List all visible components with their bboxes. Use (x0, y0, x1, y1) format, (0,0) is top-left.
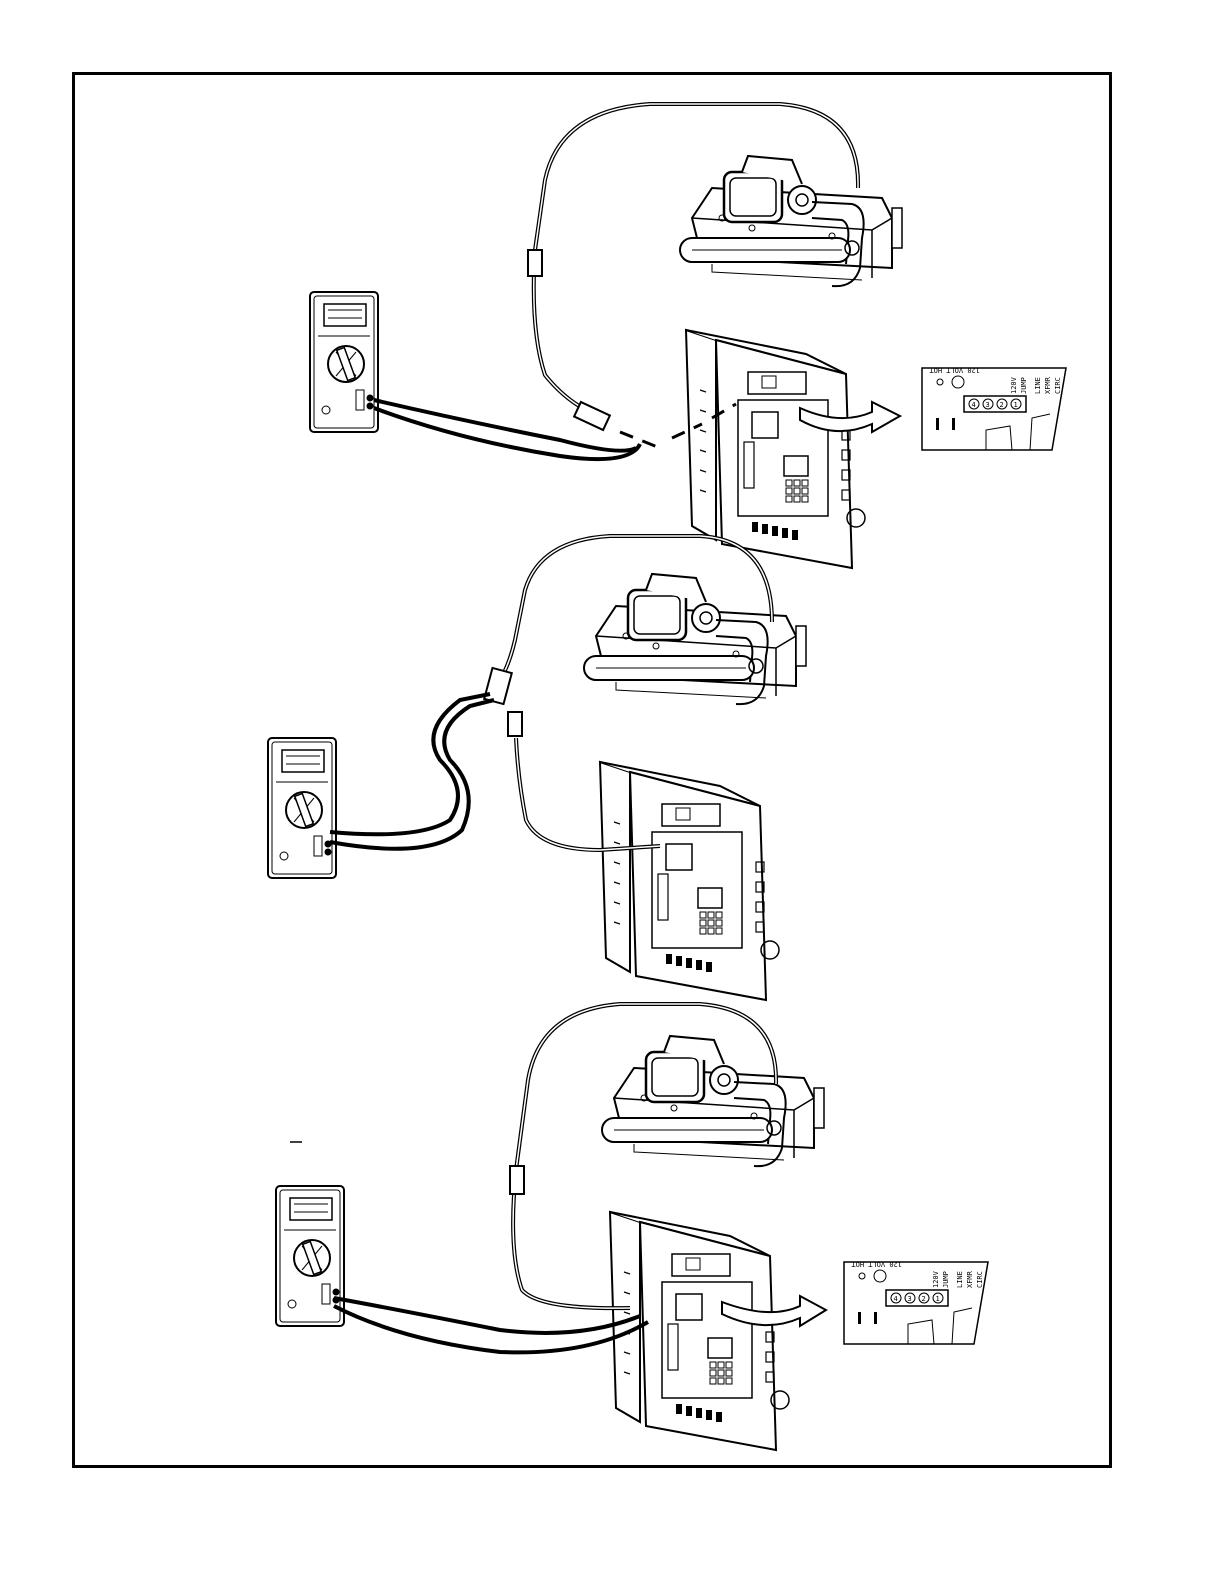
callout-terminal-1-2: CIRC (1054, 377, 1062, 394)
terminal-callout-3: 120 VOLT HOT 120V JUMP LINE XFMR CIRC 4 … (844, 1260, 988, 1344)
inline-connector-1 (528, 250, 542, 276)
callout-voltage-3: 120V (932, 1270, 940, 1288)
callout-terminal-3-1: XFMR (966, 1270, 974, 1288)
callout-header-3: 120 VOLT HOT (851, 1260, 902, 1268)
test-lead-black-3 (334, 1298, 640, 1333)
pin-label: 2 (922, 1295, 926, 1303)
pin-label: 4 (972, 401, 976, 409)
unplugged-connector-2 (508, 712, 522, 736)
multimeter-3 (276, 1186, 344, 1326)
callout-terminal-1-1: XFMR (1044, 376, 1052, 394)
panel-3: 120 VOLT HOT 120V JUMP LINE XFMR CIRC 4 … (276, 1004, 988, 1450)
callout-terminal-3-2: CIRC (976, 1271, 984, 1288)
pin-label: 3 (908, 1295, 912, 1303)
control-board-1 (686, 330, 865, 568)
test-lead-red-2 (330, 700, 494, 849)
plug-connector-1 (574, 402, 610, 430)
multimeter-2 (268, 738, 336, 878)
control-board-3 (610, 1212, 789, 1450)
pin-label: 1 (936, 1295, 940, 1303)
pin-label: 4 (894, 1295, 898, 1303)
panel-2 (268, 536, 806, 1000)
callout-jumper-3: JUMP (942, 1271, 950, 1288)
callout-jumper-1: JUMP (1020, 377, 1028, 394)
multimeter-1 (310, 292, 378, 432)
callout-voltage-1: 120V (1010, 376, 1018, 394)
control-board-2 (600, 762, 779, 1000)
callout-terminal-1-0: LINE (1034, 377, 1042, 394)
panel-1: 120 VOLT HOT 120V JUMP LINE XFMR CIRC 4 … (310, 104, 1066, 568)
inline-connector-2 (484, 668, 512, 704)
terminal-callout-1: 120 VOLT HOT 120V JUMP LINE XFMR CIRC 4 … (922, 366, 1066, 450)
pin-label: 3 (986, 401, 990, 409)
pin-label: 2 (1000, 401, 1004, 409)
blower-assembly-1 (680, 156, 902, 286)
callout-header-1: 120 VOLT HOT (929, 366, 980, 374)
pin-label: 1 (1014, 401, 1018, 409)
blower-assembly-2 (584, 574, 806, 704)
blower-assembly-3 (602, 1036, 824, 1166)
inline-connector-3 (510, 1166, 524, 1194)
callout-terminal-3-0: LINE (956, 1271, 964, 1288)
